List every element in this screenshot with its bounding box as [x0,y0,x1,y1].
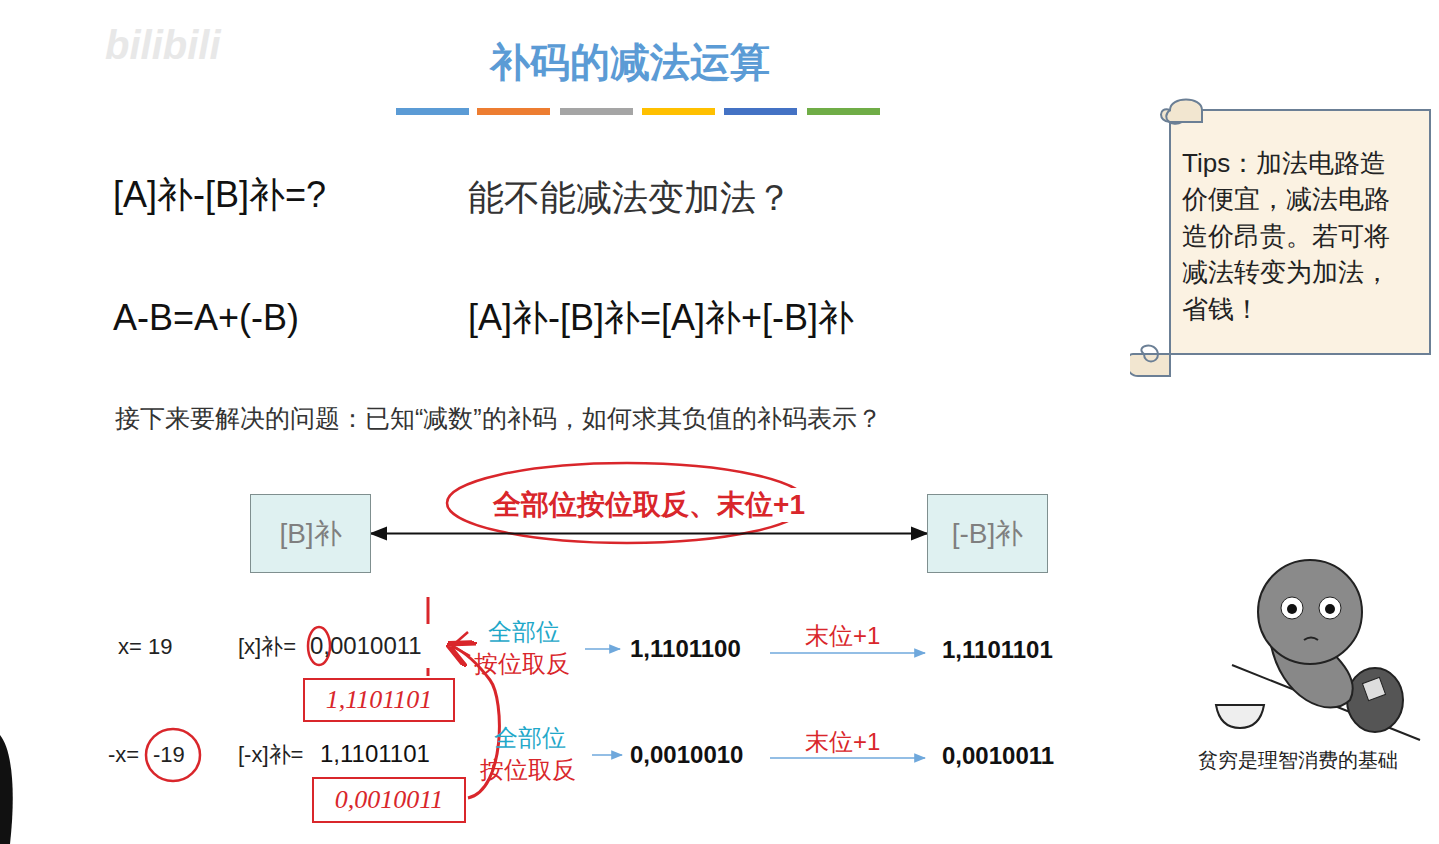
value-label: -19 [153,742,185,768]
binary-code: 0,0010011 [310,632,422,661]
binary-code: 1,1101101 [942,636,1053,665]
handwritten-box: 0,0010011 [312,777,466,823]
connector-label: 全部位按位取反、末位+1 [489,488,809,522]
binary-code: 1,1101100 [630,635,741,664]
node-text: [-B]补 [952,517,1024,551]
formula: A-B=A+(-B) [113,296,299,339]
binary-code: 0,0010011 [942,742,1054,771]
node-text: 0,0010011 [335,784,444,815]
title-bars [396,108,880,115]
question-text: 能不能减法变加法？ [468,176,792,219]
step-label: 按位取反 [474,650,570,679]
binary-code: 0,0010010 [630,741,743,770]
edge-blob [0,735,13,844]
hand-circle [146,729,200,781]
formula: [A]补-[B]补=? [113,173,326,216]
cartoon [1216,560,1420,740]
step-label: 按位取反 [480,756,576,785]
cartoon-caption: 贫穷是理智消费的基础 [1198,748,1398,772]
node-text: 1,1101101 [326,684,433,715]
value-label: x= 19 [118,634,172,660]
node-text: [B]补 [279,517,341,551]
problem-statement: 接下来要解决的问题：已知“减数”的补码，如何求其负值的补码表示？ [115,403,882,433]
code-label: [x]补= [238,634,296,660]
register-box: [-B]补 [927,494,1048,573]
connector [371,533,927,535]
binary-code: 1,1101101 [320,740,430,769]
step-label: 末位+1 [805,622,880,651]
tips-scroll: Tips：加法电路造价便宜，减法电路造价昂贵。若可将减法转变为加法，省钱！ [1130,92,1435,380]
register-box: [B]补 [250,494,371,573]
handwritten-box: 1,1101101 [303,678,455,722]
code-label: [-x]补= [238,742,303,768]
step-label: 末位+1 [805,728,880,757]
formula: [A]补-[B]补=[A]补+[-B]补 [468,296,854,339]
watermark: bilibili [105,21,221,69]
node-text: Tips：加法电路造价便宜，减法电路造价昂贵。若可将减法转变为加法，省钱！ [1182,145,1407,327]
step-label: 全部位 [494,724,566,753]
step-label: 全部位 [488,618,560,647]
value-label: -x= [108,742,139,768]
